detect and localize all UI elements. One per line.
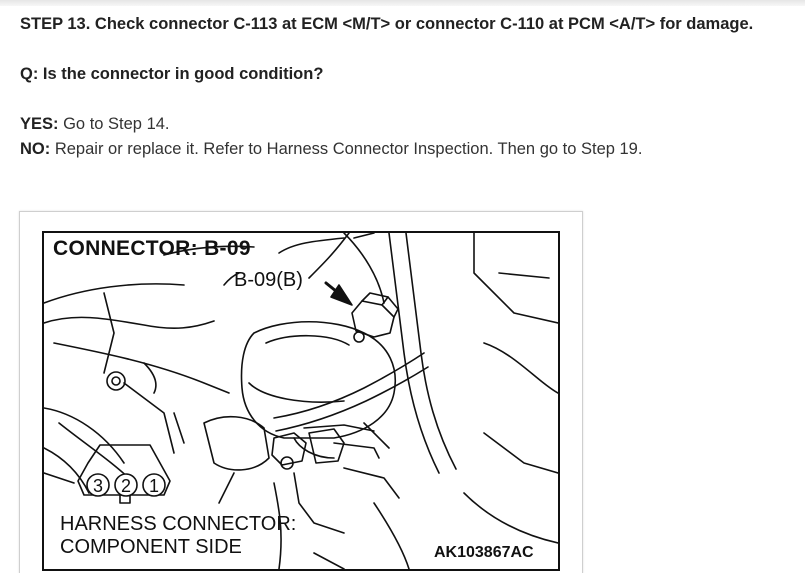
connector-diagram: 3 2 1 CONNECTOR: B-09 B-09(B) HARNESS CO… bbox=[42, 231, 560, 571]
figure-code: AK103867AC bbox=[434, 544, 534, 561]
engine-line-drawing: 3 2 1 bbox=[44, 233, 558, 569]
step-heading: STEP 13. Check connector C-113 at ECM <M… bbox=[20, 15, 754, 33]
answer-yes-key: YES: bbox=[20, 115, 59, 133]
connector-callout: B-09(B) bbox=[234, 269, 303, 291]
harness-caption: HARNESS CONNECTOR: COMPONENT SIDE bbox=[60, 513, 296, 559]
harness-caption-line1: HARNESS CONNECTOR: bbox=[60, 513, 297, 535]
procedure-text: STEP 13. Check connector C-113 at ECM <M… bbox=[20, 12, 800, 162]
pin-label-2: 2 bbox=[121, 476, 131, 496]
step-question: Q: Is the connector in good condition? bbox=[20, 65, 324, 83]
top-border bbox=[0, 0, 805, 6]
diagram-title: CONNECTOR: B-09 bbox=[53, 237, 251, 260]
pin-label-3: 3 bbox=[93, 476, 103, 496]
answers: YES: Go to Step 14. NO: Repair or replac… bbox=[20, 112, 800, 162]
pin-2-circle bbox=[114, 473, 138, 497]
harness-caption-line2: COMPONENT SIDE bbox=[60, 536, 242, 558]
answer-yes: YES: Go to Step 14. bbox=[20, 112, 800, 137]
pin-label-1: 1 bbox=[149, 476, 159, 496]
answer-no-key: NO: bbox=[20, 140, 51, 158]
answer-yes-text: Go to Step 14. bbox=[58, 115, 170, 133]
answer-no-text: Repair or replace it. Refer to Harness C… bbox=[50, 140, 643, 158]
pin-3-circle bbox=[86, 473, 110, 497]
pin-1-circle bbox=[142, 473, 166, 497]
answer-no: NO: Repair or replace it. Refer to Harne… bbox=[20, 137, 800, 162]
